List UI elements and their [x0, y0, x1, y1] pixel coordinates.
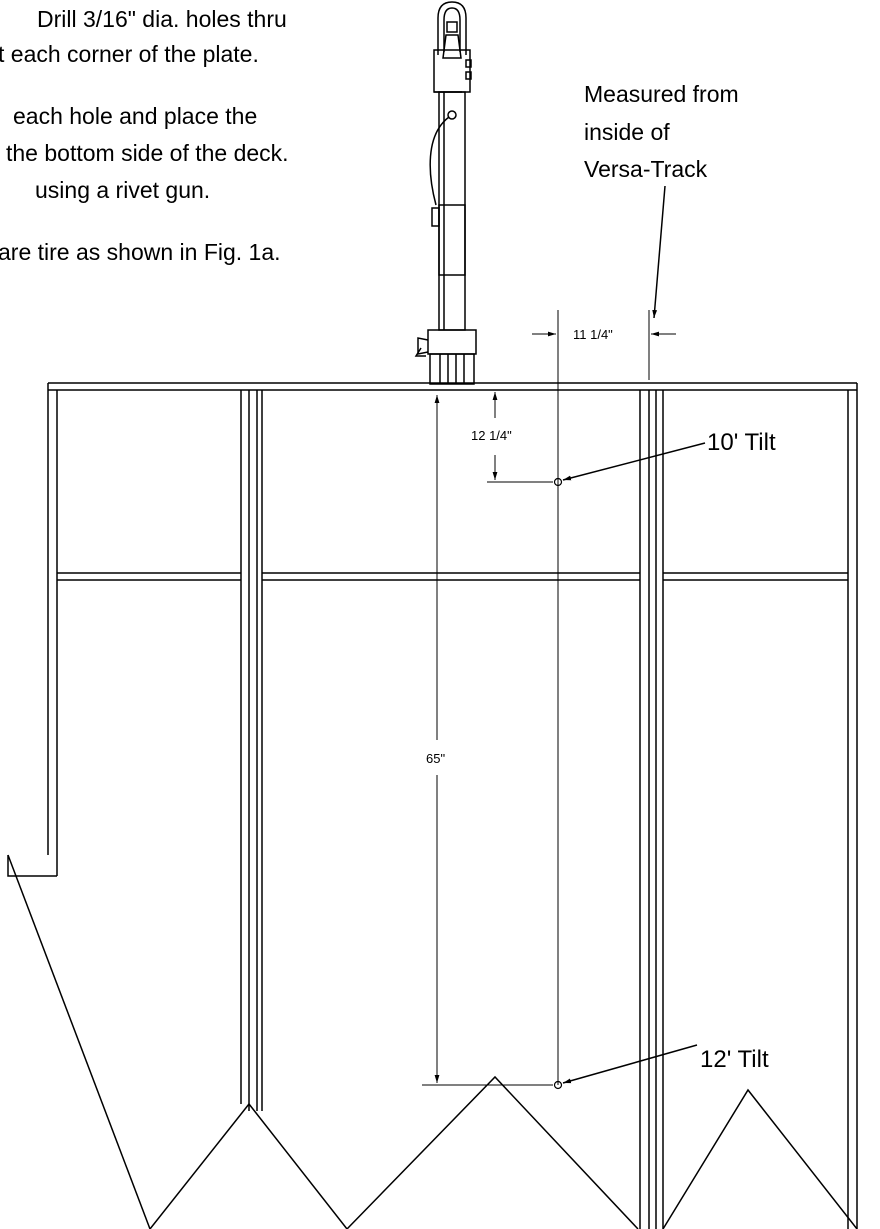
- tilt-12-callout: 12' Tilt: [562, 1044, 769, 1084]
- dimension-top-vertical: 12 1/4": [471, 392, 553, 483]
- hole-12ft-tilt: [553, 1080, 563, 1090]
- callout-leader: [652, 185, 666, 319]
- deck-frame: [7, 382, 858, 1229]
- jack-post: [414, 1, 477, 385]
- instruction-line-1: Drill 3/16" dia. holes thru: [37, 6, 287, 32]
- instruction-text: Drill 3/16" dia. holes thru t each corne…: [0, 6, 289, 265]
- dimension-main-vertical: 65": [422, 395, 553, 1086]
- instruction-line-5: using a rivet gun.: [35, 177, 210, 203]
- callout-line-3: Versa-Track: [584, 156, 708, 182]
- instruction-line-2: t each corner of the plate.: [0, 41, 259, 67]
- instruction-line-3: each hole and place the: [13, 103, 257, 129]
- hole-10ft-tilt: [553, 477, 563, 487]
- dimension-top-vertical-label: 12 1/4": [471, 428, 512, 443]
- tilt-10-label: 10' Tilt: [707, 429, 776, 456]
- tilt-12-label: 12' Tilt: [700, 1046, 769, 1073]
- measured-from-callout: Measured from inside of Versa-Track: [584, 81, 739, 319]
- tilt-10-callout: 10' Tilt: [562, 429, 776, 481]
- callout-line-1: Measured from: [584, 81, 739, 107]
- dimension-horizontal-label: 11 1/4": [573, 327, 613, 342]
- instruction-line-4: the bottom side of the deck.: [6, 140, 289, 166]
- instruction-line-6: are tire as shown in Fig. 1a.: [0, 239, 281, 265]
- dimension-horizontal: 11 1/4": [532, 310, 676, 380]
- dimension-main-vertical-label: 65": [426, 751, 445, 766]
- callout-line-2: inside of: [584, 119, 670, 145]
